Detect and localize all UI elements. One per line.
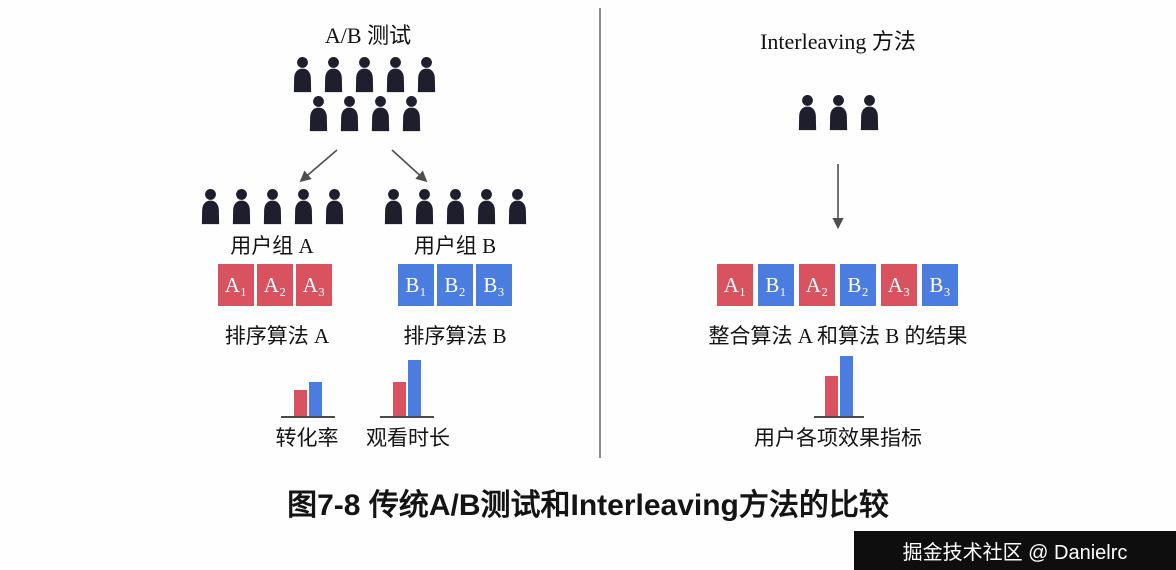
- algo-a-box: A₁: [218, 264, 254, 306]
- metric-label-conversion: 转化率: [275, 426, 339, 450]
- algo-b-label: 排序算法 B: [403, 324, 507, 348]
- ab-test-title: A/B 测试: [324, 23, 412, 48]
- group-a-users: [198, 188, 347, 225]
- person-icon: [505, 188, 530, 225]
- algo-a-label: 排序算法 A: [224, 324, 330, 348]
- person-icon: [198, 188, 223, 225]
- bar-red: [825, 376, 838, 416]
- metric-label-overall: 用户各项效果指标: [754, 426, 922, 450]
- person-icon: [306, 95, 331, 132]
- person-icon: [322, 188, 347, 225]
- interleaved-result-label: 整合算法 A 和算法 B 的结果: [708, 324, 968, 348]
- algo-a-box: A₃: [296, 264, 332, 306]
- person-icon: [474, 188, 499, 225]
- interleaved-boxes: A₁ B₁ A₂ B₂ A₃ B₃: [717, 264, 958, 306]
- mini-bar-chart-metrics: [814, 352, 864, 418]
- ab-user-crowd-row1: [290, 56, 439, 93]
- algo-a-boxes: A₁ A₂ A₃: [218, 264, 332, 306]
- person-icon: [321, 56, 346, 93]
- person-icon: [857, 94, 882, 131]
- person-icon: [352, 56, 377, 93]
- interleaving-title: Interleaving 方法: [760, 29, 916, 54]
- person-icon: [826, 94, 851, 131]
- group-b-label: 用户组 B: [413, 234, 497, 258]
- figure-caption: 图7-8 传统A/B测试和Interleaving方法的比较: [287, 489, 889, 522]
- interleaved-box: A₃: [881, 264, 917, 306]
- person-icon: [291, 188, 316, 225]
- person-icon: [412, 188, 437, 225]
- person-icon: [290, 56, 315, 93]
- mini-bar-chart-conversion: [281, 378, 335, 418]
- bar-blue: [309, 382, 322, 416]
- interleaved-box: A₂: [799, 264, 835, 306]
- interleaved-box: B₂: [840, 264, 876, 306]
- group-b-users: [381, 188, 530, 225]
- interleaved-box: B₃: [922, 264, 958, 306]
- algo-a-box: A₂: [257, 264, 293, 306]
- person-icon: [368, 95, 393, 132]
- bar-red: [393, 382, 406, 416]
- section-divider: [599, 8, 601, 458]
- person-icon: [337, 95, 362, 132]
- person-icon: [399, 95, 424, 132]
- interleaved-box: A₁: [717, 264, 753, 306]
- person-icon: [260, 188, 285, 225]
- person-icon: [229, 188, 254, 225]
- algo-b-boxes: B₁ B₂ B₃: [398, 264, 512, 306]
- person-icon: [443, 188, 468, 225]
- bar-red: [294, 390, 307, 416]
- ab-user-crowd-row2: [306, 95, 424, 132]
- interleaving-users: [795, 94, 882, 131]
- mini-bar-chart-watchtime: [380, 356, 434, 418]
- split-arrows-icon: [299, 149, 428, 183]
- algo-b-box: B₁: [398, 264, 434, 306]
- bar-blue: [840, 356, 853, 416]
- bar-blue: [408, 360, 421, 416]
- metric-label-watchtime: 观看时长: [366, 426, 450, 450]
- down-arrow-icon: [832, 164, 844, 230]
- group-a-label: 用户组 A: [230, 234, 314, 258]
- watermark: 掘金技术社区 @ Danielrc: [854, 531, 1176, 570]
- person-icon: [381, 188, 406, 225]
- person-icon: [414, 56, 439, 93]
- person-icon: [383, 56, 408, 93]
- interleaved-box: B₁: [758, 264, 794, 306]
- algo-b-box: B₃: [476, 264, 512, 306]
- person-icon: [795, 94, 820, 131]
- algo-b-box: B₂: [437, 264, 473, 306]
